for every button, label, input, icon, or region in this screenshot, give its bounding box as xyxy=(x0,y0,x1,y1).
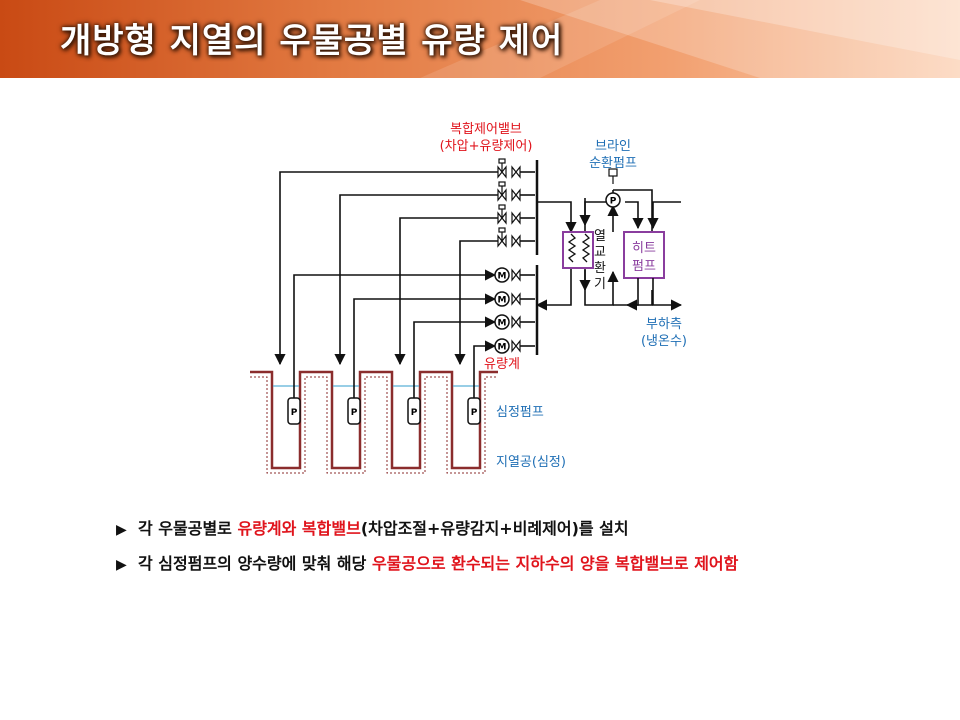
svg-text:히트: 히트 xyxy=(632,241,656,256)
header-band: 개방형 지열의 우물공별 유량 제어 xyxy=(0,0,960,78)
heat-exchanger xyxy=(562,231,594,269)
triangle-bullet-icon: ▶ xyxy=(116,522,127,538)
svg-text:P: P xyxy=(351,408,358,418)
flow-meters: M M M M xyxy=(494,267,535,354)
ground-boreholes xyxy=(250,370,498,474)
heat-exchanger-label: 열 교 환 기 xyxy=(594,229,606,292)
svg-text:P: P xyxy=(411,408,418,418)
flowmeter-label: 유량계 xyxy=(484,357,520,372)
svg-text:기: 기 xyxy=(594,277,606,292)
svg-text:부하측: 부하측 xyxy=(646,317,682,332)
flow-meter-icon: M xyxy=(494,338,521,354)
svg-text:P: P xyxy=(471,408,478,418)
well-pump: P xyxy=(287,397,301,425)
heat-pump: 히트 펌프 xyxy=(623,231,665,279)
control-valve-icon xyxy=(497,181,521,202)
control-valve-icon xyxy=(497,227,521,248)
well-pump: P xyxy=(347,397,361,425)
load-side-label: 부하측 (냉온수) xyxy=(641,317,687,349)
svg-text:펌프: 펌프 xyxy=(632,259,656,274)
load-connections xyxy=(625,201,683,311)
well-pump-label: 심정펌프 xyxy=(496,405,544,420)
return-pipes xyxy=(274,171,498,366)
flow-meter-icon: M xyxy=(494,291,521,307)
flow-meter-icon: M xyxy=(494,267,521,283)
svg-text:M: M xyxy=(498,319,507,329)
geothermal-flow-diagram: P P P P xyxy=(250,122,687,474)
svg-text:(냉온수): (냉온수) xyxy=(641,334,687,349)
valve-header-links xyxy=(520,171,535,242)
bullet-item: ▶각 심정펌프의 양수량에 맞춰 해당 우물공으로 환수되는 지하수의 양을 복… xyxy=(116,553,916,575)
valve-label: 복합제어밸브 (차압+유량제어) xyxy=(440,122,533,154)
flow-meter-icon: M xyxy=(494,314,521,330)
svg-text:순환펌프: 순환펌프 xyxy=(589,156,637,171)
triangle-bullet-icon: ▶ xyxy=(116,557,127,573)
control-valve-icon xyxy=(497,158,521,179)
well-pumps: P P P P xyxy=(287,397,481,425)
well-pump: P xyxy=(407,397,421,425)
svg-text:교: 교 xyxy=(594,245,606,260)
page-title: 개방형 지열의 우물공별 유량 제어 xyxy=(60,21,564,61)
svg-text:M: M xyxy=(498,296,507,306)
brine-pump: P xyxy=(605,168,621,208)
svg-text:복합제어밸브: 복합제어밸브 xyxy=(450,122,522,137)
borehole-label: 지열공(심정) xyxy=(496,455,566,470)
svg-text:브라인: 브라인 xyxy=(595,139,631,154)
svg-text:열: 열 xyxy=(594,229,606,244)
hx-connections xyxy=(535,189,653,311)
svg-text:P: P xyxy=(291,408,298,418)
svg-text:P: P xyxy=(610,197,617,207)
bullet-list: ▶각 우물공별로 유량계와 복합밸브(차압조절+유량감지+비례제어)를 설치 ▶… xyxy=(116,518,916,588)
supply-pipes xyxy=(293,269,497,398)
control-valve-icon xyxy=(497,204,521,225)
svg-text:M: M xyxy=(498,343,507,353)
brine-pump-label: 브라인 순환펌프 xyxy=(589,139,637,171)
composite-valves xyxy=(497,158,521,248)
svg-text:M: M xyxy=(498,272,507,282)
bullet-item: ▶각 우물공별로 유량계와 복합밸브(차압조절+유량감지+비례제어)를 설치 xyxy=(116,518,916,540)
well-pump: P xyxy=(467,397,481,425)
svg-text:(차압+유량제어): (차압+유량제어) xyxy=(440,139,533,154)
svg-text:환: 환 xyxy=(594,261,606,276)
header-background xyxy=(0,0,960,78)
